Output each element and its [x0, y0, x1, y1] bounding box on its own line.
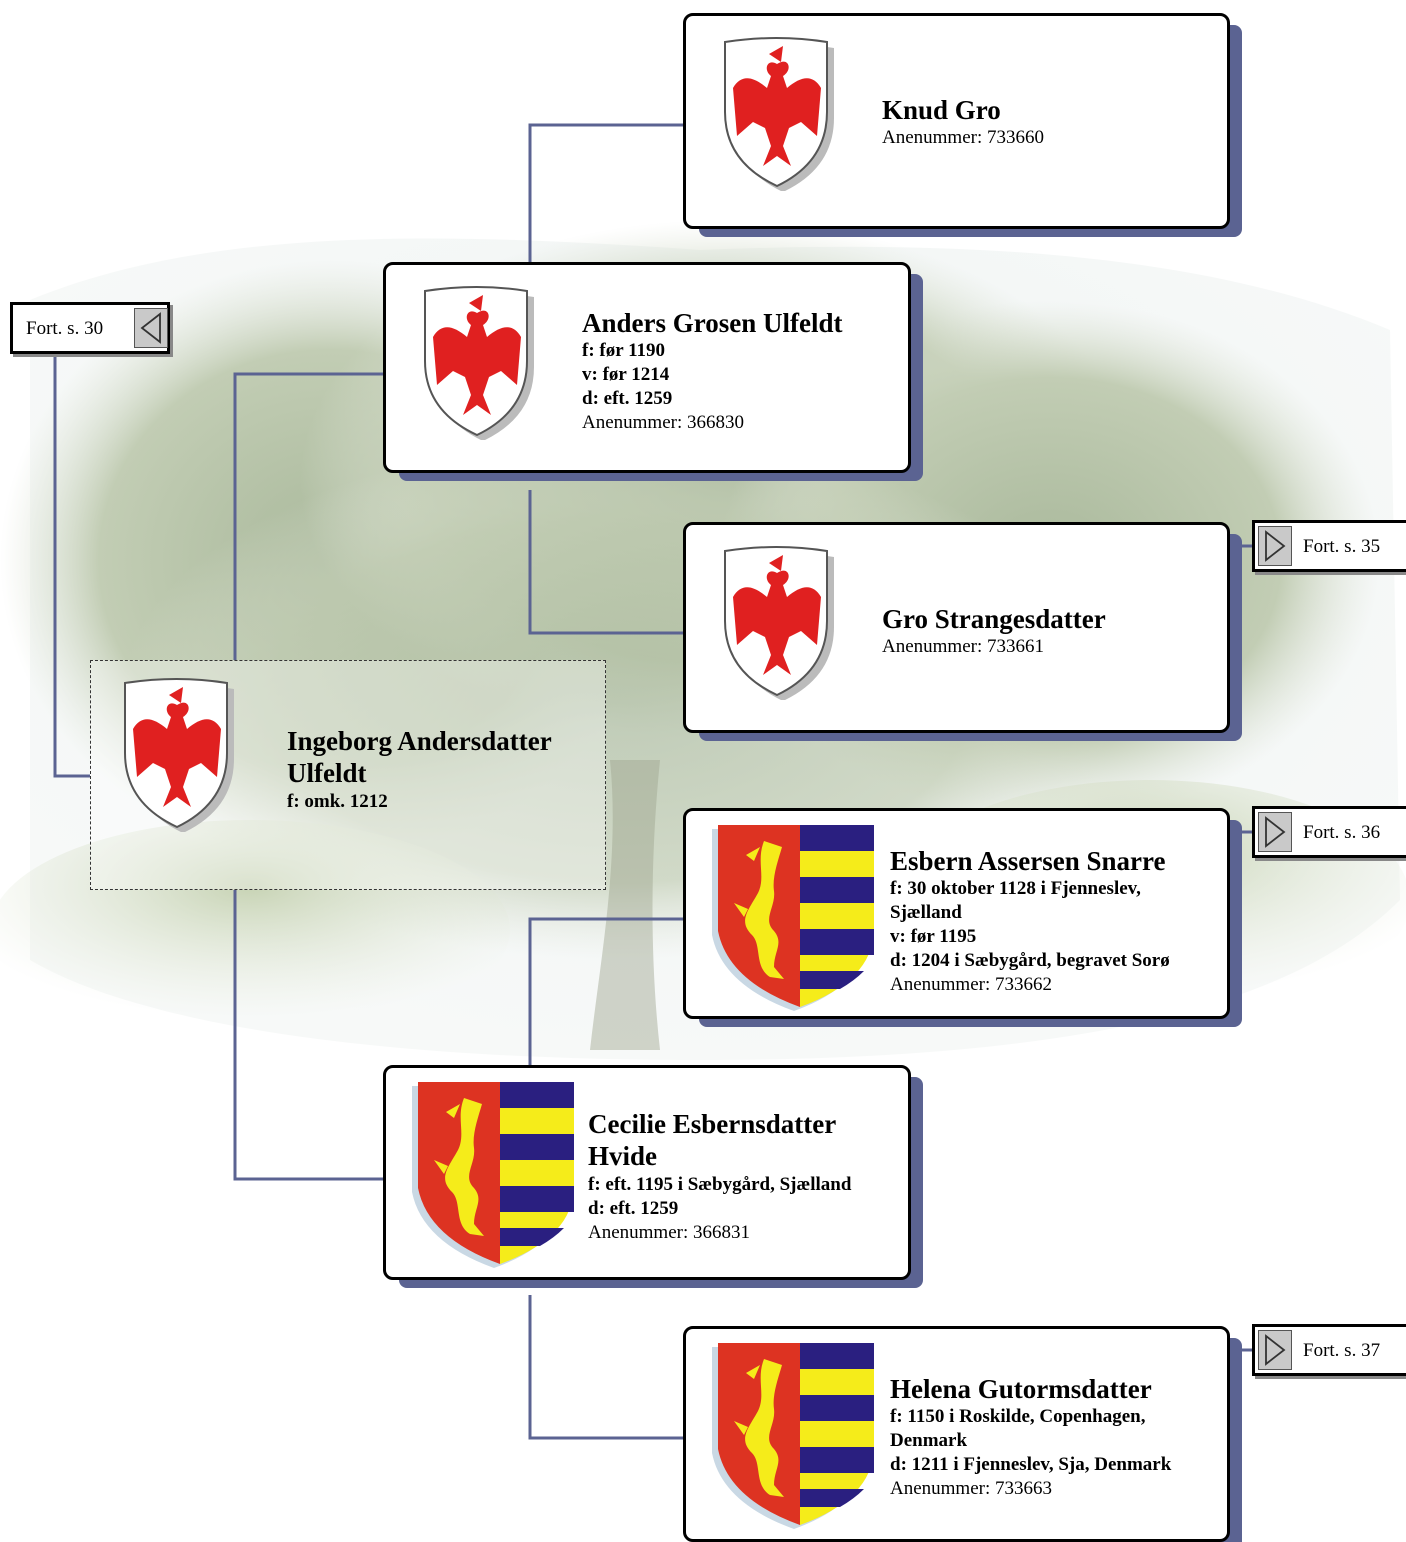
triangle-left-icon — [134, 308, 168, 348]
birth-event: f: 30 oktober 1128 i Fjenneslev, — [890, 878, 1141, 900]
triangle-right-icon — [1258, 526, 1292, 566]
eagle-arms-icon — [724, 37, 834, 191]
birth-event: f: 1150 i Roskilde, Copenhagen, — [890, 1406, 1146, 1428]
anenummer: Anenummer: 733663 — [890, 1478, 1053, 1500]
continuation-link-fort-s-35[interactable]: Fort. s. 35 — [1252, 520, 1406, 572]
person-card-esbern-assersen-snarre[interactable]: Esbern Assersen Snarre f: 30 oktober 112… — [683, 808, 1230, 1019]
person-name: Esbern Assersen Snarre — [890, 846, 1166, 876]
eagle-arms-icon — [124, 678, 234, 832]
continuation-label: Fort. s. 36 — [1303, 822, 1381, 843]
hvide-arms-icon — [712, 1343, 874, 1529]
hvide-arms-icon — [712, 825, 874, 1011]
person-card-knud-gro[interactable]: Knud Gro Anenummer: 733660 — [683, 13, 1230, 229]
continuation-label: Fort. s. 37 — [1303, 1340, 1381, 1361]
marriage-event: v: før 1214 — [582, 364, 670, 386]
birth-event: f: før 1190 — [582, 340, 666, 362]
person-card-helena-gutormsdatter[interactable]: Helena Gutormsdatter f: 1150 i Roskilde,… — [683, 1326, 1230, 1542]
anenummer: Anenummer: 733661 — [882, 636, 1045, 658]
eagle-arms-icon — [424, 286, 534, 440]
death-event: d: 1211 i Fjenneslev, Sja, Denmark — [890, 1454, 1172, 1476]
continuation-label: Fort. s. 30 — [26, 318, 104, 339]
birth-event: f: eft. 1195 i Sæbygård, Sjælland — [588, 1173, 852, 1195]
triangle-right-icon — [1258, 812, 1292, 852]
death-event: d: 1204 i Sæbygård, begravet Sorø — [890, 950, 1170, 972]
continuation-link-fort-s-30[interactable]: Fort. s. 30 — [10, 302, 170, 354]
hvide-arms-icon — [412, 1082, 574, 1268]
person-name: Helena Gutormsdatter — [890, 1374, 1152, 1404]
triangle-right-icon — [1258, 1330, 1292, 1370]
continuation-label: Fort. s. 35 — [1303, 536, 1381, 557]
continuation-link-fort-s-36[interactable]: Fort. s. 36 — [1252, 806, 1406, 858]
person-name-line1: Cecilie Esbernsdatter — [588, 1109, 837, 1139]
person-card-ingeborg-andersdatter-ulfeldt[interactable]: Ingeborg Andersdatter Ulfeldt f: omk. 12… — [90, 660, 606, 890]
person-card-cecilie-esbernsdatter-hvide[interactable]: Cecilie Esbernsdatter Hvide f: eft. 1195… — [383, 1065, 911, 1280]
continuation-link-fort-s-37[interactable]: Fort. s. 37 — [1252, 1324, 1406, 1376]
person-name: Knud Gro — [882, 95, 1001, 125]
person-name-line2: Hvide — [588, 1141, 658, 1172]
anenummer: Anenummer: 366831 — [588, 1221, 751, 1243]
person-name: Gro Strangesdatter — [882, 604, 1106, 634]
death-event: d: eft. 1259 — [588, 1197, 679, 1219]
person-name-line2: Ulfeldt — [287, 758, 367, 789]
person-card-anders-grosen-ulfeldt[interactable]: Anders Grosen Ulfeldt f: før 1190 v: før… — [383, 262, 911, 473]
birth-event-place: Denmark — [890, 1430, 968, 1452]
eagle-arms-icon — [724, 546, 834, 700]
death-event: d: eft. 1259 — [582, 388, 673, 410]
person-name-line1: Ingeborg Andersdatter — [287, 726, 552, 756]
person-card-gro-strangesdatter[interactable]: Gro Strangesdatter Anenummer: 733661 — [683, 522, 1230, 733]
birth-event-place: Sjælland — [890, 902, 962, 924]
marriage-event: v: før 1195 — [890, 926, 977, 948]
anenummer: Anenummer: 733662 — [890, 974, 1053, 996]
birth-event: f: omk. 1212 — [287, 790, 388, 812]
person-name: Anders Grosen Ulfeldt — [582, 308, 843, 338]
anenummer: Anenummer: 733660 — [882, 127, 1045, 149]
anenummer: Anenummer: 366830 — [582, 412, 745, 434]
